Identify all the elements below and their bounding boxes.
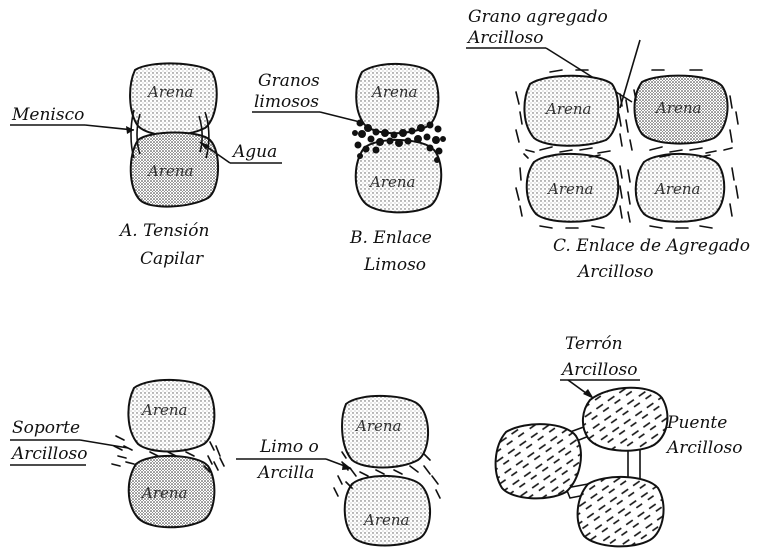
caption-a-line2: Capilar (140, 249, 204, 269)
clay-clod (494, 423, 582, 500)
sand-grain (525, 153, 620, 223)
limo-label-line1: Limo o (259, 437, 319, 457)
granos-label-line1: Granos (258, 71, 320, 91)
agua-arrowhead (200, 142, 209, 150)
clay-support (111, 435, 225, 473)
puente-label-line1: Puente (666, 413, 727, 433)
sand-label: Arena (368, 173, 415, 191)
clay-clod (582, 386, 669, 452)
sand-grain (523, 74, 620, 147)
sand-grain (341, 395, 430, 469)
sand-grain (127, 379, 216, 453)
panel-f: Terrón Arcilloso Puente Arcilloso (494, 334, 742, 548)
sand-label: Arena (354, 417, 401, 435)
caption-c-line2: Arcilloso (576, 262, 653, 282)
sand-label: Arena (140, 401, 187, 419)
agua-label: Agua (231, 142, 277, 162)
clay-particles (515, 69, 739, 229)
sand-label: Arena (146, 162, 193, 180)
sand-label: Arena (362, 511, 409, 529)
meniscus-line (136, 113, 141, 155)
sand-grain (129, 131, 220, 208)
panel-c: Grano agregado Arcilloso Arena Arena Are… (466, 7, 750, 282)
caption-a-line1: A. Tensión (118, 221, 209, 241)
panel-a: Arena Arena Menisco Agua A. Tensión Capi… (10, 62, 282, 269)
panel-b: Arena Arena Granos limosos B. Enlace Lim… (252, 62, 446, 275)
panel-e: Arena Arena Limo o Arcilla (236, 395, 441, 547)
meniscus-line (130, 109, 135, 159)
sand-label: Arena (546, 180, 593, 198)
granos-label-line2: limosos (254, 92, 319, 112)
soporte-leader (79, 439, 129, 449)
sand-label: Arena (370, 83, 417, 101)
granos-leader (319, 111, 361, 123)
clay-clod (576, 475, 665, 548)
caption-c-line1: C. Enlace de Agregado (553, 236, 750, 256)
sand-label: Arena (653, 180, 700, 198)
sand-grain (634, 153, 726, 223)
silt-grains-cluster (352, 119, 446, 163)
sand-grain (343, 474, 431, 547)
soporte-label-line2: Arcilloso (10, 444, 87, 464)
meniscus-line (204, 111, 210, 159)
terron-label-line1: Terrón (565, 334, 623, 354)
caption-b-line1: B. Enlace (349, 228, 432, 248)
menisco-arrowhead (126, 126, 134, 134)
terron-arrowhead (583, 389, 594, 399)
sand-label: Arena (140, 484, 187, 502)
limo-arrowhead (342, 462, 352, 470)
sand-grain (127, 455, 216, 529)
grano-agregado-label-line2: Arcilloso (466, 28, 543, 48)
sand-label: Arena (146, 83, 193, 101)
limo-label-line2: Arcilla (256, 463, 314, 483)
grano-agregado-leader (545, 47, 633, 103)
menisco-label: Menisco (11, 105, 84, 125)
puente-label-line2: Arcilloso (665, 438, 742, 458)
grano-agregado-leader2 (619, 39, 641, 109)
sand-label: Arena (544, 100, 591, 118)
soporte-label-line1: Soporte (12, 418, 80, 438)
meniscus-line (198, 115, 203, 153)
terron-label-line2: Arcilloso (560, 360, 637, 380)
caption-b-line2: Limoso (363, 255, 426, 275)
sand-grain (633, 74, 729, 145)
sand-label: Arena (654, 99, 701, 117)
menisco-leader (84, 124, 135, 131)
grano-agregado-label-line1: Grano agregado (468, 7, 608, 27)
panel-d: Arena Arena Soporte Arcilloso (10, 379, 225, 529)
